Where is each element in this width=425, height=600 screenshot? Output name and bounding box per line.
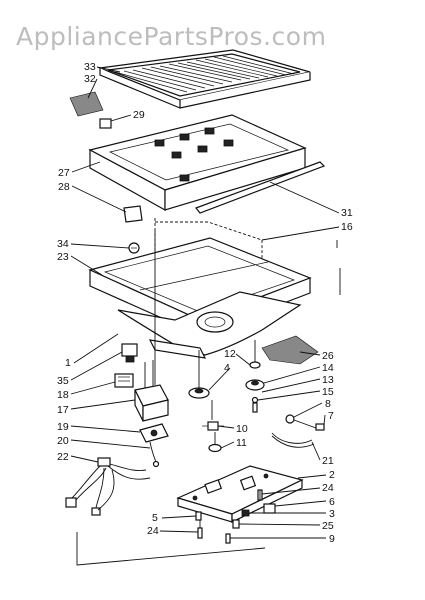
part-32-plate xyxy=(69,91,104,117)
callout-29: 29 xyxy=(133,109,145,121)
callout-26: 26 xyxy=(322,350,334,362)
part-17-control-box xyxy=(134,360,169,422)
part-29-clip xyxy=(99,118,112,129)
callout-33: 33 xyxy=(84,61,96,73)
part-5-bolt xyxy=(195,511,202,521)
guide-lines xyxy=(76,230,341,566)
part-13-washer xyxy=(251,396,259,404)
callout-27: 27 xyxy=(58,167,70,179)
part-26-pad xyxy=(261,335,319,365)
callout-23: 23 xyxy=(57,251,69,263)
part-22-wiring-harness xyxy=(65,457,151,516)
callout-24a: 24 xyxy=(322,482,334,494)
callout-8: 8 xyxy=(325,398,331,410)
part-34-screw xyxy=(128,242,140,254)
callout-9: 9 xyxy=(329,533,335,545)
part-12-grommet xyxy=(249,361,261,369)
callout-32: 32 xyxy=(84,73,96,85)
part-6-relay xyxy=(263,503,276,514)
watermark-text: AppliancePartsPros.com xyxy=(16,22,326,51)
callout-15: 15 xyxy=(322,386,334,398)
callout-19: 19 xyxy=(57,421,69,433)
part-35-motor xyxy=(121,343,138,363)
part-2-base-pan xyxy=(176,465,304,523)
callout-11: 11 xyxy=(236,437,247,449)
callout-5: 5 xyxy=(152,512,158,524)
part-25-clip xyxy=(232,519,240,529)
callout-31: 31 xyxy=(341,207,353,219)
part-11-cap xyxy=(208,443,222,453)
part-31-strip xyxy=(195,161,326,214)
part-9-screw xyxy=(225,533,231,544)
part-28-block xyxy=(123,205,143,223)
callout-20: 20 xyxy=(57,435,69,447)
part-19-thermostat xyxy=(139,423,169,443)
part-7-connector xyxy=(315,423,325,431)
part-3-overload xyxy=(241,509,250,517)
callout-24b: 24 xyxy=(147,525,159,537)
part-18-bracket xyxy=(114,373,134,388)
part-27-evaporator-frame xyxy=(88,114,307,212)
callout-4: 4 xyxy=(224,362,230,374)
callout-3: 3 xyxy=(329,508,335,520)
part-14-mount xyxy=(245,379,265,391)
callout-6: 6 xyxy=(329,496,335,508)
callout-1: 1 xyxy=(65,357,71,369)
part-23-main-tray xyxy=(88,237,312,359)
part-33-grille-cover xyxy=(97,49,311,109)
part-21-cord xyxy=(271,432,315,448)
callout-18: 18 xyxy=(57,389,69,401)
callout-35: 35 xyxy=(57,375,69,387)
callout-14: 14 xyxy=(322,362,334,374)
callout-7: 7 xyxy=(328,410,334,422)
part-4-fan-hub xyxy=(188,387,210,399)
callout-2: 2 xyxy=(329,469,335,481)
callout-28: 28 xyxy=(58,181,70,193)
callout-17: 17 xyxy=(57,404,69,416)
callout-10: 10 xyxy=(236,423,248,435)
part-15-screw xyxy=(252,402,258,413)
leader-lines xyxy=(70,66,340,539)
callout-25: 25 xyxy=(322,520,334,532)
callout-13: 13 xyxy=(322,374,334,386)
callout-34: 34 xyxy=(57,238,69,250)
callout-12: 12 xyxy=(224,348,236,360)
callout-22: 22 xyxy=(57,451,69,463)
part-20-lead xyxy=(149,441,160,468)
part-24-screw-b xyxy=(197,527,203,539)
callout-21: 21 xyxy=(322,455,334,467)
part-8-ring-terminal xyxy=(285,414,317,429)
callout-16: 16 xyxy=(341,221,353,233)
